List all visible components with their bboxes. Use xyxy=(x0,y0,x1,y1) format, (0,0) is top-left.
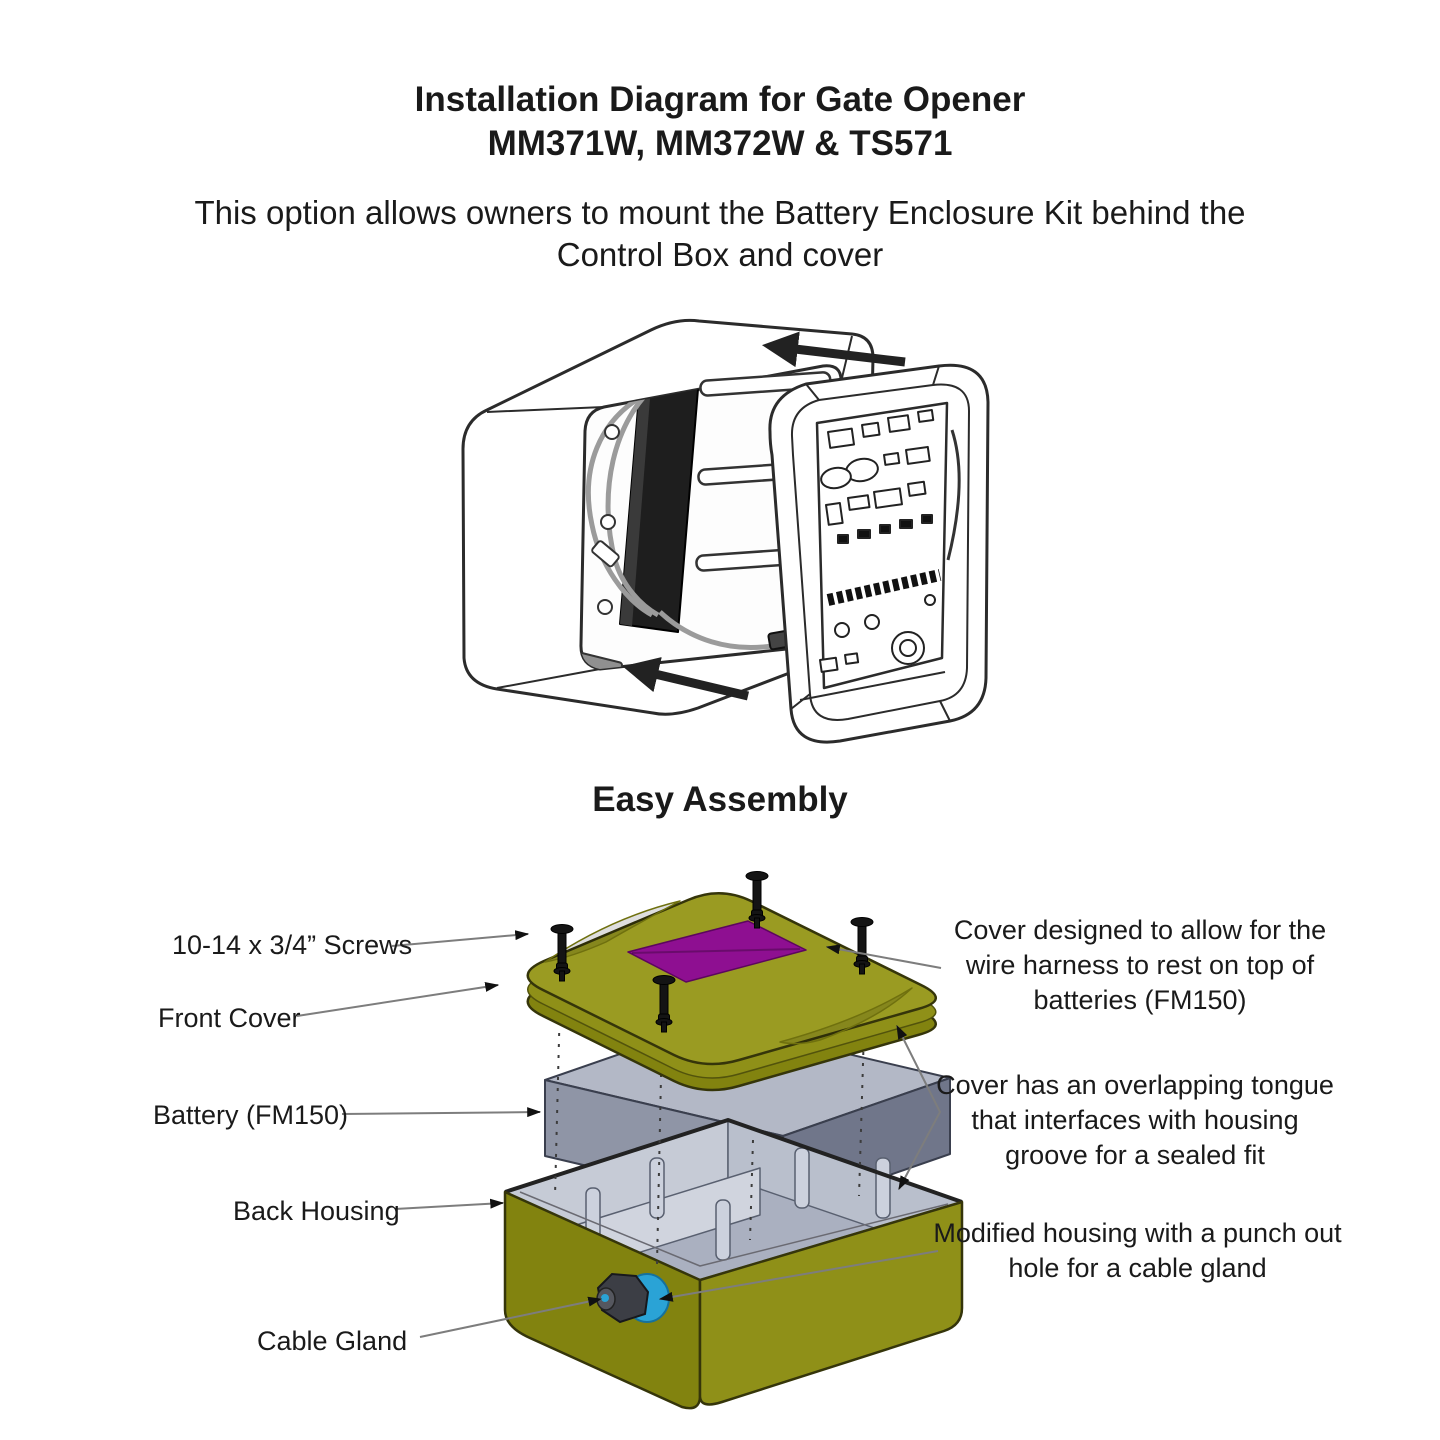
control-box-drawing xyxy=(768,363,990,744)
screw-icon xyxy=(550,924,574,982)
subtitle-line-1: This option allows owners to mount the B… xyxy=(194,194,1246,231)
title-line-1: Installation Diagram for Gate Opener xyxy=(414,80,1026,119)
note-cover-wire-harness: Cover designed to allow for the wire har… xyxy=(953,915,1327,1015)
label-battery: Battery (FM150) xyxy=(153,1100,349,1130)
page-subtitle: This option allows owners to mount the B… xyxy=(0,192,1440,276)
leader-cable-gland xyxy=(419,1296,603,1338)
mounting-overview-drawing xyxy=(461,318,990,744)
subtitle-line-2: Control Box and cover xyxy=(556,236,884,273)
label-front-cover: Front Cover xyxy=(158,1003,301,1033)
leader-battery xyxy=(341,1107,542,1118)
terminal-strip xyxy=(826,569,942,606)
label-back-housing: Back Housing xyxy=(233,1196,400,1226)
leader-modified-housing-note xyxy=(658,1250,939,1302)
label-screws: 10-14 x 3/4” Screws xyxy=(172,930,413,960)
leader-cover-note xyxy=(825,944,942,969)
wire-harness xyxy=(585,380,773,651)
leader-screws xyxy=(391,930,530,947)
screw-icon xyxy=(745,871,769,929)
note-cover-tongue: Cover has an overlapping tongue that int… xyxy=(936,1070,1334,1170)
arrow-left-top-icon xyxy=(761,331,906,368)
leader-tongue-note xyxy=(896,1024,942,1191)
page-title: Installation Diagram for Gate Opener MM3… xyxy=(0,78,1440,166)
screw-icon xyxy=(652,975,676,1033)
leader-lines xyxy=(296,930,942,1338)
front-cover-part xyxy=(526,891,938,1092)
label-cable-gland: Cable Gland xyxy=(257,1326,408,1356)
assembly-direction-arrows xyxy=(622,331,906,701)
exploded-assembly-drawing xyxy=(296,871,964,1410)
circuit-components xyxy=(819,409,936,673)
leader-front-cover xyxy=(296,982,500,1017)
arrow-left-bottom-icon xyxy=(622,657,750,701)
screws-part xyxy=(550,871,874,1033)
screw-icon xyxy=(850,917,874,975)
leader-back-housing xyxy=(394,1198,505,1210)
battery-cover-drawing xyxy=(461,318,875,716)
note-modified-housing: Modified housing with a punch out hole f… xyxy=(933,1218,1342,1283)
cover-window xyxy=(627,920,807,983)
easy-assembly-heading: Easy Assembly xyxy=(592,780,848,819)
title-line-2: MM371W, MM372W & TS571 xyxy=(487,124,953,163)
cable-gland-part xyxy=(596,1272,670,1324)
